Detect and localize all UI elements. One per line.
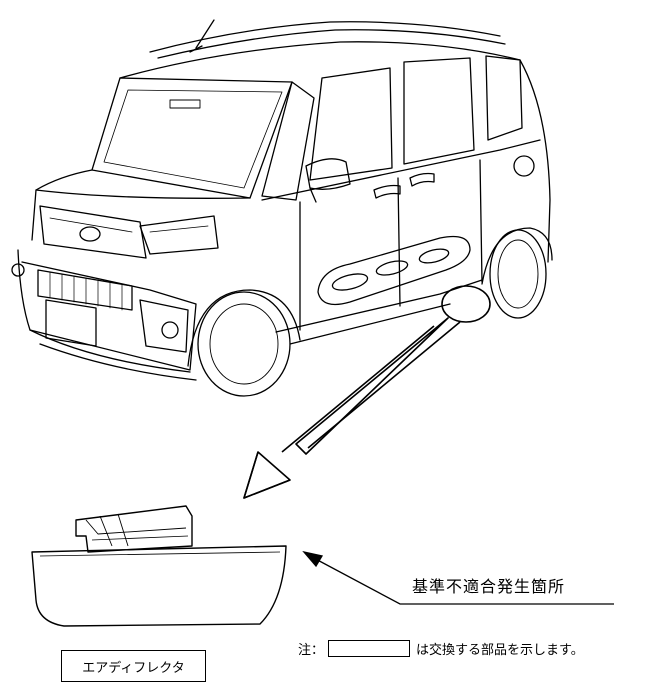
note-prefix: 注： bbox=[298, 642, 325, 658]
legend-box bbox=[328, 639, 411, 657]
part-name-box: エアディフレクタ bbox=[61, 650, 206, 682]
callout-leader bbox=[302, 550, 614, 605]
legend-note: 注： は交換する部品を示します。 bbox=[298, 637, 584, 659]
part-name: エアディフレクタ bbox=[82, 660, 185, 676]
air-deflector-drawing bbox=[31, 505, 287, 627]
detail-circle bbox=[441, 285, 491, 323]
defect-location-label: 基準不適合発生箇所 bbox=[412, 577, 566, 596]
note-suffix: は交換する部品を示します。 bbox=[416, 642, 584, 658]
vehicle-illustration bbox=[11, 19, 553, 397]
pointer-arrow bbox=[243, 317, 461, 499]
